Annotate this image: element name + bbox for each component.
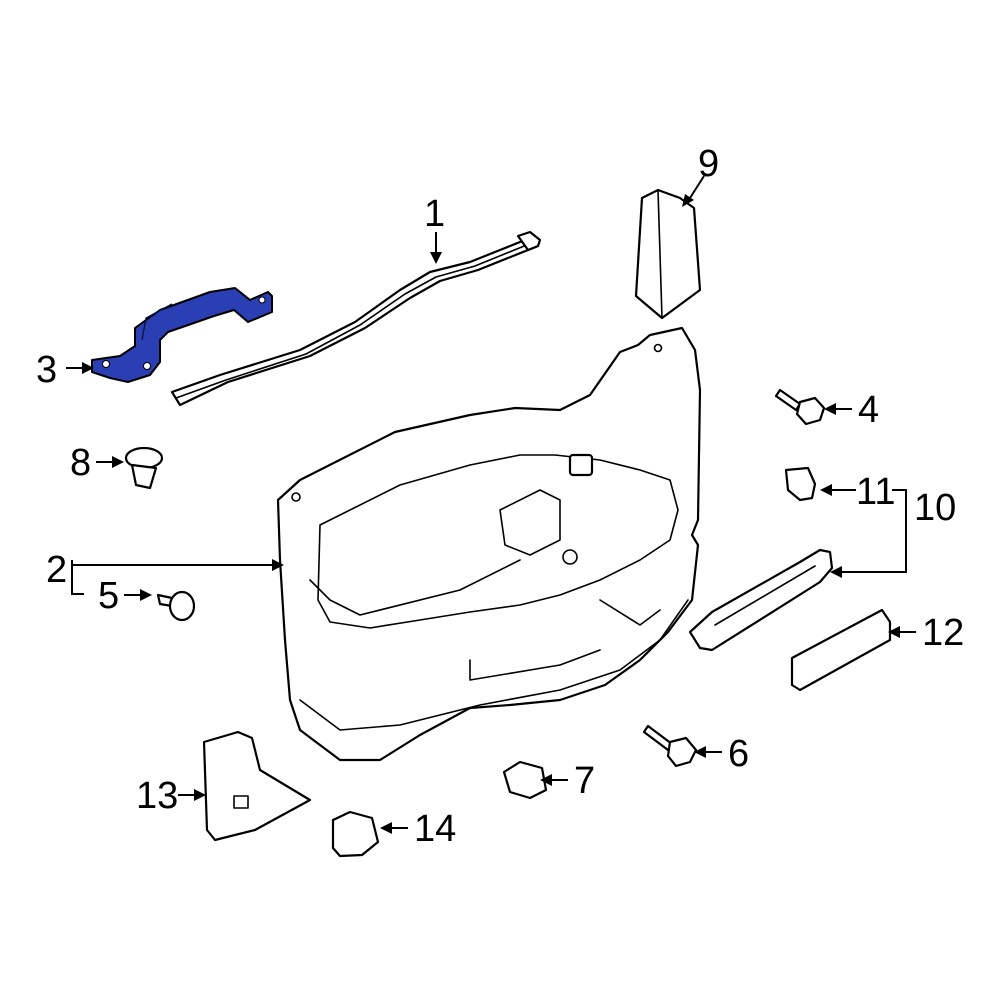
callout-labels: 1 2 3 4 5 6 7 8 9 10 11 12 13 14 bbox=[36, 143, 964, 850]
callout-11: 11 bbox=[856, 471, 895, 513]
callout-12: 12 bbox=[922, 612, 964, 654]
part-11-clip[interactable] bbox=[784, 466, 817, 502]
callout-3: 3 bbox=[36, 349, 57, 391]
part-14-clip[interactable] bbox=[331, 810, 380, 858]
part-12-plate[interactable] bbox=[790, 608, 892, 692]
callout-14: 14 bbox=[414, 808, 456, 850]
part-13-lower-trim[interactable] bbox=[202, 730, 312, 842]
part-5-retainer[interactable] bbox=[156, 590, 196, 622]
callout-2: 2 bbox=[46, 549, 67, 591]
part-7-clip[interactable] bbox=[502, 760, 548, 800]
callout-13: 13 bbox=[136, 775, 178, 817]
part-8-push-pin[interactable] bbox=[124, 446, 164, 490]
callout-10: 10 bbox=[914, 487, 956, 529]
part-1-weatherstrip[interactable] bbox=[170, 230, 542, 407]
part-2-trim-panel[interactable] bbox=[276, 326, 702, 762]
callout-9: 9 bbox=[698, 143, 719, 185]
callout-4: 4 bbox=[858, 389, 879, 431]
part-10-handle[interactable] bbox=[688, 548, 834, 652]
part-9-cover[interactable] bbox=[634, 188, 702, 320]
part-3-bracket[interactable] bbox=[91, 287, 273, 383]
leader-lines bbox=[66, 175, 916, 834]
part-4-screw[interactable] bbox=[774, 388, 826, 426]
callout-7: 7 bbox=[574, 760, 595, 802]
callout-6: 6 bbox=[728, 733, 749, 775]
callout-1: 1 bbox=[424, 193, 445, 235]
callout-8: 8 bbox=[70, 442, 91, 484]
callout-5: 5 bbox=[98, 575, 119, 617]
part-6-screw[interactable] bbox=[642, 724, 698, 768]
